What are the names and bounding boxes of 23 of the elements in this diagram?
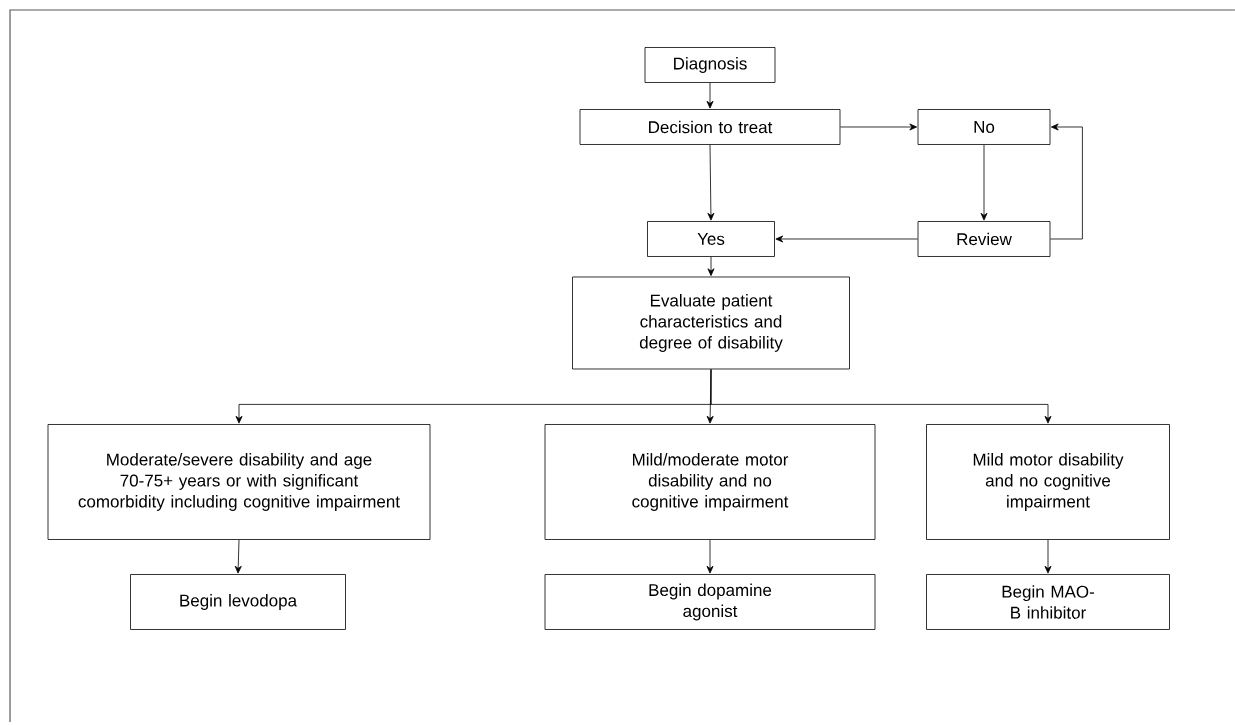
process-box: No [917,109,1051,145]
process-box: Mild/moderate motor disability and no cognitive impairment [544,424,876,540]
arrow [775,235,918,243]
arrow [980,144,988,221]
process-box: Begin levodopa [130,574,346,630]
process-box: Evaluate patient characteristics and degree of disability [572,276,850,370]
process-box: Mild motor disability and no cognitive impairment [926,424,1170,540]
process-box: Review [917,221,1051,257]
arrow [707,256,715,276]
process-box: Begin dopamine agonist [544,574,876,630]
arrow [1050,123,1083,240]
process-box: Moderate/severe disability and age 70-75+ years or with significant comorbidity including cognitive impairment [47,424,431,540]
arrow [706,82,714,109]
process-box: Diagnosis [644,47,776,83]
arrow [707,144,715,221]
process-box: Yes [647,221,775,257]
process-box: Begin MAO-B inhibitor [926,574,1170,630]
arrow [710,369,1052,424]
arrow [234,539,242,574]
arrow [840,123,917,131]
arrow [1044,539,1052,574]
arrow [706,539,714,574]
process-box: Decision to treat [579,109,841,145]
